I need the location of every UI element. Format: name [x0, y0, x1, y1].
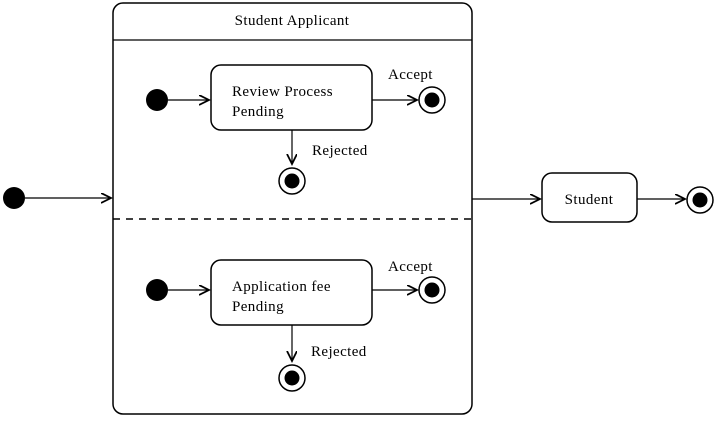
review-rejected-label: Rejected — [312, 143, 368, 159]
review-initial-state-icon — [146, 89, 168, 111]
state-application-fee-pending-label-line2: Pending — [232, 299, 284, 315]
state-student: Student — [541, 172, 638, 223]
region-application-fee: Application fee Pending Accept Rejected — [146, 259, 446, 392]
fee-accept-final-state-icon — [418, 276, 446, 304]
region-review-process: Review Process Pending Accept Rejected — [146, 64, 446, 195]
fee-initial-state-icon — [146, 279, 168, 301]
outer-initial-state-icon — [3, 187, 25, 209]
fee-rejected-label: Rejected — [311, 344, 367, 360]
review-accept-final-state-icon — [418, 86, 446, 114]
review-rejected-final-state-icon — [278, 167, 306, 195]
state-application-fee-pending-label-line1: Application fee — [232, 279, 331, 295]
outer-final-state-icon — [686, 186, 714, 214]
state-review-process-pending-label-line2: Pending — [232, 104, 284, 120]
fee-rejected-final-state-icon — [278, 364, 306, 392]
review-accept-label: Accept — [388, 67, 433, 83]
state-review-process-pending-label-line1: Review Process — [232, 84, 333, 100]
state-student-label: Student — [565, 192, 614, 208]
fee-accept-label: Accept — [388, 259, 433, 275]
composite-state-title: Student Applicant — [235, 13, 350, 29]
state-student-border — [541, 172, 638, 223]
